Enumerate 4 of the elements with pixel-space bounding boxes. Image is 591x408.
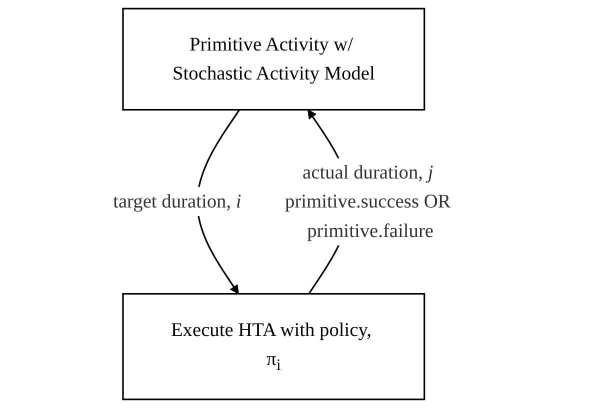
node-box: Execute HTA with policy, π$_{i}$ (122, 293, 426, 400)
edge-label: actual duration, j primitive.success OR primitive.failure (285, 161, 451, 242)
edge-label: target duration, i (113, 190, 242, 212)
node-box: Primitive Activity w/ Stochastic Activity Model (122, 8, 426, 111)
